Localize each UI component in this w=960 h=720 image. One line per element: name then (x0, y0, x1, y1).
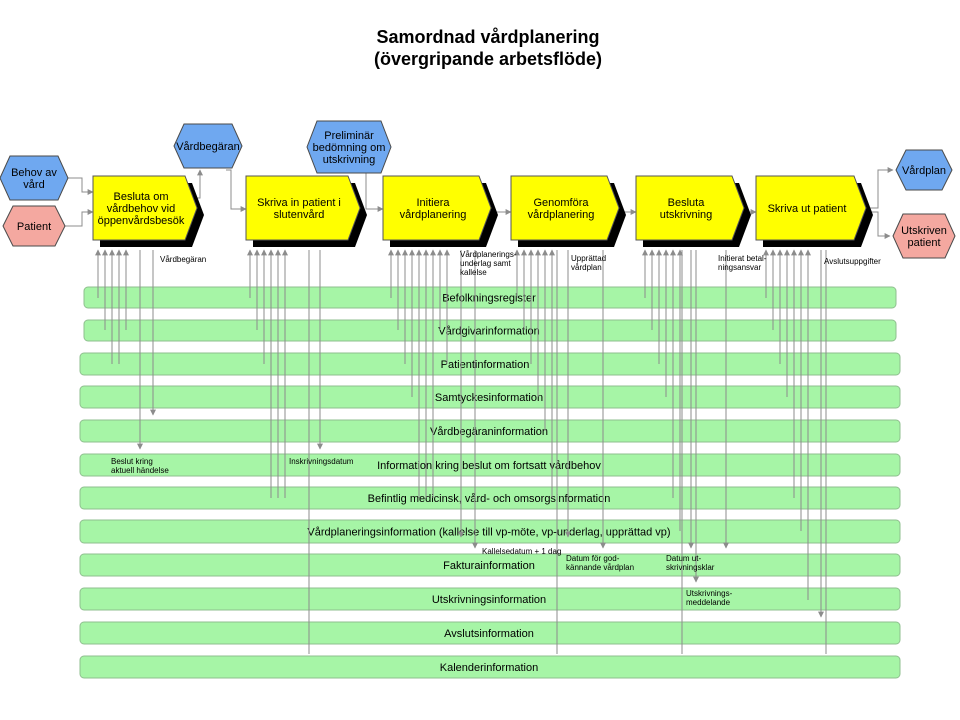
event-vardbegaran-shape (173, 123, 243, 169)
info-band-label: Avslutsinformation (444, 628, 534, 640)
annotation-beslut-kring: Beslut kring aktuell händelse (111, 457, 169, 475)
info-band: Fakturainformation (79, 553, 901, 577)
info-band-label: Vårdgivarinformation (438, 326, 540, 338)
info-band-label: Kalenderinformation (440, 662, 538, 674)
event-behov-av-vard-shape (0, 155, 69, 201)
event-patient: Patient (2, 205, 66, 247)
info-band-shape (83, 286, 897, 309)
annotation-vardbegaran: Vårdbegäran (160, 255, 207, 264)
event-vardplan: Vårdplan (895, 149, 953, 191)
info-band-shape (79, 553, 901, 577)
info-band-label: Fakturainformation (443, 560, 535, 572)
annotation-vp-underlag: Vårdplanerings- underlag samt kallelse (460, 250, 517, 277)
info-band-shape (79, 519, 901, 544)
event-patient-shape (2, 205, 66, 247)
process-shape (92, 175, 198, 241)
info-band: Kalenderinformation (79, 655, 901, 679)
annotation-inskrivningsdatum: Inskrivningsdatum (289, 457, 354, 466)
diagram-title: Samordnad vårdplanering (övergripande ar… (0, 26, 960, 70)
info-band-label: Utskrivningsinformation (432, 594, 546, 606)
info-band: Vårdbegäraninformation (79, 419, 901, 443)
flow-arrow (64, 209, 94, 227)
info-band-label: Samtyckesinformation (435, 392, 543, 404)
info-band: Vårdgivarinformation (83, 319, 897, 342)
flow-arrow (68, 177, 94, 195)
event-vardbegaran-label: Vårdbegäran (176, 141, 240, 153)
annotation-avslutsuppgifter: Avslutsuppgifter (824, 257, 881, 266)
annotation-datum-godkannande: Datum för god- kännande vårdplan (566, 554, 635, 572)
event-patient-label: Patient (17, 221, 51, 233)
flow-arrow (865, 167, 894, 209)
info-band-label: Befolkningsregister (442, 293, 536, 305)
event-utskriven-patient-shape (892, 213, 956, 259)
info-band-shape (83, 319, 897, 342)
flow-arrow (226, 169, 247, 212)
process-shape (510, 175, 620, 241)
info-band: Samtyckesinformation (79, 385, 901, 409)
event-vardplan-shape (895, 149, 953, 191)
process-step: Skriva ut patient (755, 175, 873, 247)
event-preliminar-bedomning-shape (306, 120, 392, 174)
title-line-2: (övergripande arbetsflöde) (373, 49, 603, 69)
annotation-kallelsedatum: Kallelsedatum + 1 dag (482, 547, 562, 556)
annotation-datum-utskrivningsklar: Datum ut- skrivningsklar (666, 554, 715, 572)
info-band: Patientinformation (79, 352, 901, 376)
annotation-initierat-betalningsansvar: Initierat betal- ningsansvar (718, 254, 767, 272)
info-band-label: Befintlig medicinsk, vård- och omsorgsin… (368, 493, 611, 505)
info-band: Utskrivningsinformation (79, 587, 901, 611)
process-shape (755, 175, 867, 241)
process-label: Skriva ut patient (768, 203, 847, 215)
info-band-shape (79, 587, 901, 611)
info-band: Information kring beslut om fortsatt vår… (79, 453, 901, 477)
process-shape (382, 175, 492, 241)
info-band-label: Vårdplaneringsinformation (kallelse till… (307, 527, 670, 539)
annotation-utskrivningsmeddelande: Utskrivnings- meddelande (686, 589, 733, 607)
info-band: Vårdplaneringsinformation (kallelse till… (79, 519, 901, 544)
info-band-label: Patientinformation (441, 359, 530, 371)
event-vardbegaran: Vårdbegäran (173, 123, 243, 169)
process-shape (635, 175, 745, 241)
info-band-shape (79, 621, 901, 645)
info-band: Befintlig medicinsk, vård- och omsorgsin… (79, 486, 901, 510)
event-vardplan-label: Vårdplan (902, 165, 946, 177)
annotation-upprattad-vardplan: Upprättad vårdplan (571, 254, 607, 272)
info-band: Avslutsinformation (79, 621, 901, 645)
process-shape (245, 175, 361, 241)
info-band: Befolkningsregister (83, 286, 897, 309)
title-line-1: Samordnad vårdplanering (376, 27, 600, 47)
info-band-label: Vårdbegäraninformation (430, 426, 548, 438)
info-band-shape (79, 655, 901, 679)
connector-lines (95, 249, 827, 654)
information-bands: BefolkningsregisterVårdgivarinformationP… (79, 286, 901, 679)
